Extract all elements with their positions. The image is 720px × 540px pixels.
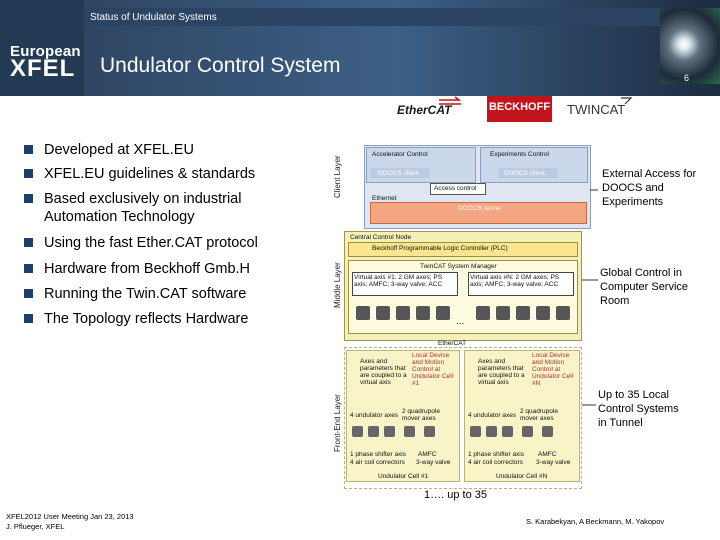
experiments-control-label: Experiments Control [490,151,549,158]
phase-shifter-label: 1 phase shifter axis [468,451,525,458]
cell-n-axes-label: Axes and parameters that are coupled to … [478,358,525,386]
twincat-logo: TWINCAT [565,96,633,122]
footer-authors: S. Karabekyan, A Beckmann, M. Yakopov [526,517,665,526]
virtual-axis-n-label: Virtual axis #N: 2 GM axes; PS axis; AMF… [470,274,560,288]
quadrupole-label: 2 quadrupole mover axes [520,408,558,422]
page-number: 6 [684,73,690,83]
air-coil-label: 4 air coil correctors [468,459,523,466]
bullet-square-icon [24,169,33,178]
ethernet-label: Ethernet [372,195,397,202]
cell-n-local-label: Local Device and Motion Control at Undul… [532,352,574,387]
footer-event: XFEL2012 User Meeting Jan 23, 2013 [6,512,134,521]
phase-shifter-label: 1 phase shifter axis [350,451,407,458]
logo-xfel: XFEL [10,55,76,82]
doocs-server-label: DOOCS server [458,205,502,212]
access-control-box [430,183,486,195]
cell-1-label: Undulator Cell #1 [378,473,429,480]
undulator-axes-label: 4 undulator axes [468,412,517,419]
undulator-axes-label: 4 undulator axes [350,412,399,419]
valve-label: 3-way valve [536,459,571,466]
access-control-label: Access control [434,185,477,192]
status-strip [84,8,660,26]
note-external-access: External Access for DOOCS and Experiment… [602,168,697,208]
doocs-client-box [498,168,558,178]
virtual-axis-box [468,272,574,296]
twincat-logo-text: TWINCAT [567,102,625,117]
cell-n-label: Undulator Cell #N [496,473,548,480]
bullet-square-icon [24,264,33,273]
bullet-square-icon [24,194,33,203]
bullet-square-icon [24,238,33,247]
ethercat-logo-text: EtherCAT [397,103,453,117]
footer-left: XFEL2012 User Meeting Jan 23, 2013 J. Pf… [6,512,134,532]
doocs-client-label: DOOCS client [378,170,419,177]
plc-label: Beckhoff Programmable Logic Controller (… [372,245,508,252]
front-end-motor-icons [352,426,553,437]
quadrupole-label: 2 quadrupole mover axes [402,408,440,422]
bullet-square-icon [24,145,33,154]
ethercat-link-label: EtherCAT [438,340,467,347]
xfel-logo [0,0,84,96]
note-local-control: Up to 35 Local Control Systems in Tunnel [598,389,679,429]
footer-presenter: J. Pflueger, XFEL [6,522,65,531]
beckhoff-logo: BECKHOFF [487,96,552,122]
svg-text:...: ... [456,316,464,327]
motor-icons: ... [356,306,570,327]
doocs-client-label: DOOCS client [504,170,545,177]
header-status: Status of Undulator Systems [90,12,217,23]
cell-range-label: 1…. up to 35 [424,489,487,501]
undulator-cell-1-box [346,350,460,482]
bullet-square-icon [24,314,33,323]
cell-1-axes-label: Axes and parameters that are coupled to … [360,358,407,386]
logo-european: European [10,43,81,60]
central-node-label: Central Control Node [350,234,412,241]
accelerator-control-label: Accelerator Control [372,151,428,158]
header-photo [660,8,720,84]
undulator-cell-n-box [464,350,580,482]
ethercat-logo: EtherCAT [395,96,467,122]
virtual-axis-1-label: Virtual axis #1: 2 GM axes; PS axis; AMF… [354,274,443,288]
plc-box [348,242,578,257]
amfc-label: AMFC [538,451,557,458]
air-coil-label: 4 air coil correctors [350,459,405,466]
amfc-label: AMFC [418,451,437,458]
page-title: Undulator Control System [100,54,341,77]
doocs-server-box [370,202,587,224]
valve-label: 3-way valve [416,459,451,466]
tsm-label: TwinCAT System Manager [420,263,497,270]
bullet-square-icon [24,289,33,298]
cell-1-local-label: Local Device and Motion Control at Undul… [412,352,454,387]
doocs-client-box [370,168,430,178]
virtual-axis-box [352,272,458,296]
note-global-control: Global Control in Computer Service Room [600,267,689,307]
